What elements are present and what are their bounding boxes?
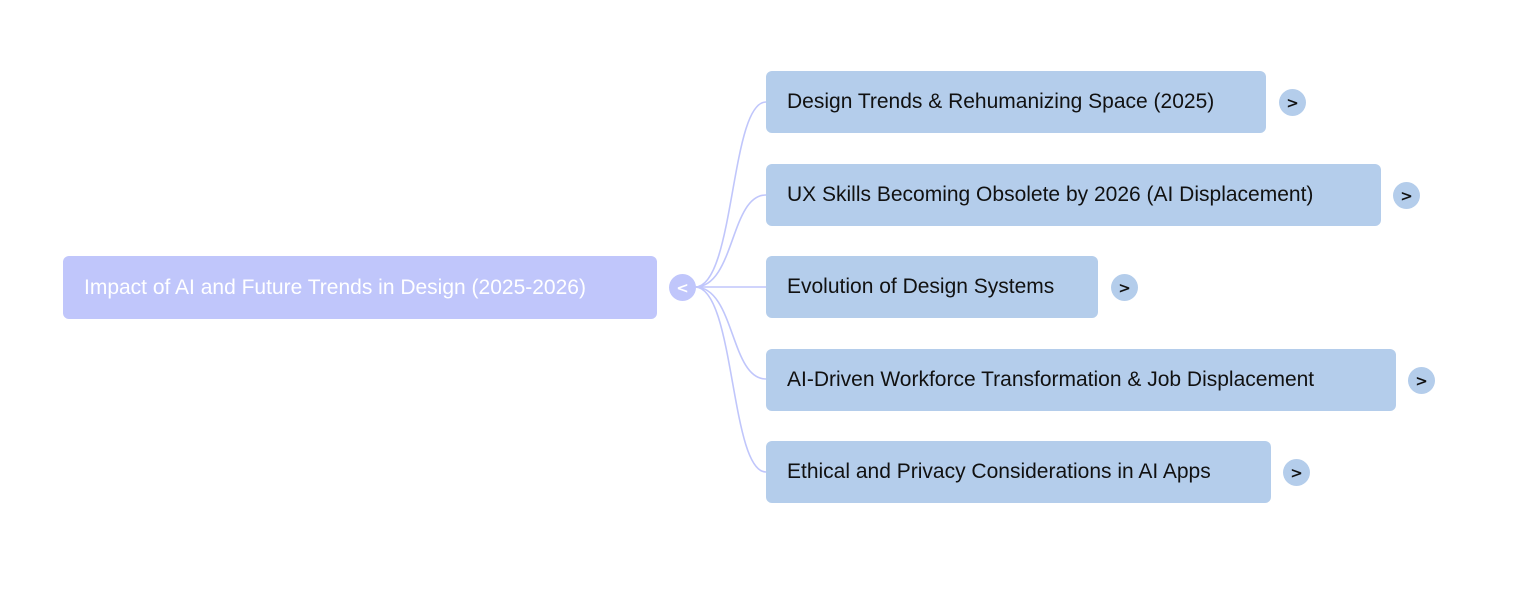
- chevron-right-icon: >: [1286, 93, 1299, 112]
- expand-toggle-button[interactable]: >: [1283, 459, 1310, 486]
- expand-toggle-button[interactable]: >: [1408, 367, 1435, 394]
- child-node-label: Evolution of Design Systems: [787, 275, 1055, 298]
- chevron-right-icon: >: [1290, 463, 1303, 482]
- child-node-ux-skills[interactable]: UX Skills Becoming Obsolete by 2026 (AI …: [766, 164, 1381, 226]
- child-node-label: AI-Driven Workforce Transformation & Job…: [787, 368, 1315, 391]
- expand-toggle-button[interactable]: >: [1279, 89, 1306, 116]
- connector-line: [694, 101, 767, 288]
- child-node-label: Ethical and Privacy Considerations in AI…: [787, 460, 1211, 483]
- root-node[interactable]: Impact of AI and Future Trends in Design…: [63, 256, 657, 319]
- chevron-right-icon: >: [1415, 371, 1428, 390]
- expand-toggle-button[interactable]: >: [1111, 274, 1138, 301]
- connector-line: [694, 286, 767, 380]
- connector-line: [694, 194, 767, 288]
- chevron-right-icon: >: [1400, 186, 1413, 205]
- child-node-label: UX Skills Becoming Obsolete by 2026 (AI …: [787, 183, 1314, 206]
- child-node-design-trends[interactable]: Design Trends & Rehumanizing Space (2025…: [766, 71, 1266, 133]
- chevron-right-icon: >: [1118, 278, 1131, 297]
- child-node-ethics[interactable]: Ethical and Privacy Considerations in AI…: [766, 441, 1271, 503]
- connector-line: [694, 286, 767, 473]
- child-node-workforce[interactable]: AI-Driven Workforce Transformation & Job…: [766, 349, 1396, 411]
- collapse-toggle-button[interactable]: <: [669, 274, 696, 301]
- child-node-design-systems[interactable]: Evolution of Design Systems: [766, 256, 1098, 318]
- expand-toggle-button[interactable]: >: [1393, 182, 1420, 209]
- child-node-label: Design Trends & Rehumanizing Space (2025…: [787, 90, 1215, 113]
- chevron-left-icon: <: [676, 278, 689, 297]
- root-node-label: Impact of AI and Future Trends in Design…: [84, 275, 586, 299]
